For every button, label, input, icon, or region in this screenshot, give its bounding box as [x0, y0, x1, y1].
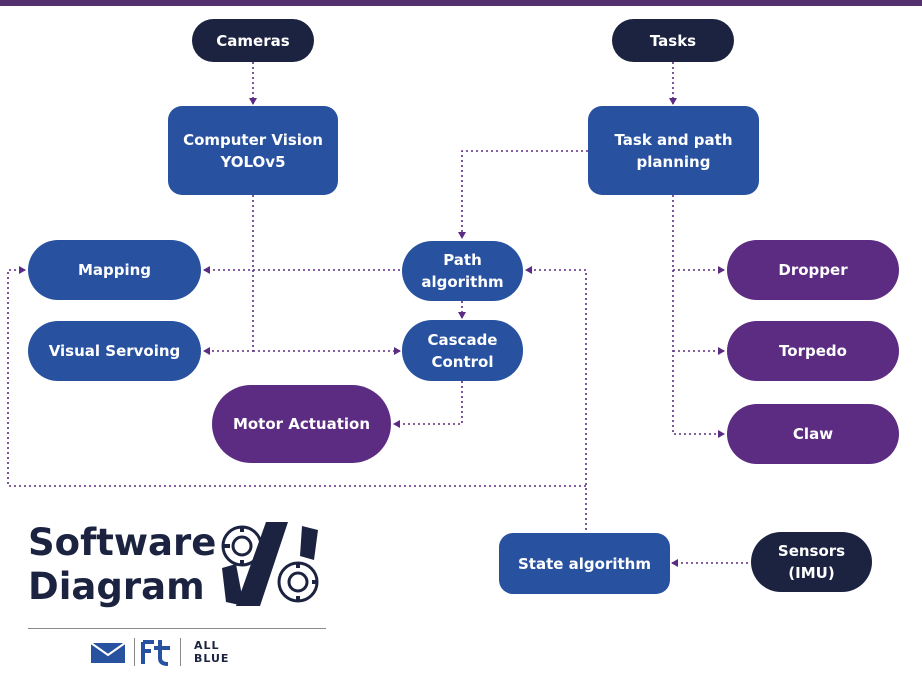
mapping-node: Mapping [28, 240, 201, 300]
footer-separator-2 [180, 638, 181, 666]
path-algorithm-node: Path algorithm [402, 241, 523, 301]
link-planning-to-path [458, 150, 588, 239]
envelope-logo-icon [90, 642, 126, 663]
dropper-node: Dropper [727, 240, 899, 300]
sensors-imu-node: Sensors (IMU) [751, 532, 872, 592]
computer-vision-node: Computer Vision YOLOv5 [168, 106, 338, 195]
link-planning-to-dropper [672, 195, 725, 274]
state-algorithm-node: State algorithm [499, 533, 670, 594]
cascade-control-node: Cascade Control [402, 320, 523, 381]
ft-logo-icon [141, 640, 170, 666]
link-cascade-to-motor [393, 381, 463, 428]
tasks-node: Tasks [612, 19, 734, 62]
motor-actuation-node: Motor Actuation [212, 385, 391, 463]
task-path-planning-node: Task and path planning [588, 106, 759, 195]
diagram-title-line1: Software [28, 521, 217, 564]
link-planning-to-claw [672, 270, 725, 438]
footer-separator-1 [134, 638, 135, 666]
link-vision-to-visual-servoing [203, 195, 254, 355]
visual-servoing-node: Visual Servoing [28, 321, 201, 381]
cameras-node: Cameras [192, 19, 314, 62]
link-state-to-path [525, 266, 587, 530]
link-state-to-mapping [7, 266, 586, 487]
torpedo-node: Torpedo [727, 321, 899, 381]
allblue-logo: ALL BLUE [194, 639, 230, 665]
footer-divider [28, 628, 326, 629]
claw-node: Claw [727, 404, 899, 464]
diagram-title-line2: Diagram [28, 565, 205, 608]
team-logo-icon [221, 522, 319, 606]
top-accent-bar [0, 0, 922, 6]
